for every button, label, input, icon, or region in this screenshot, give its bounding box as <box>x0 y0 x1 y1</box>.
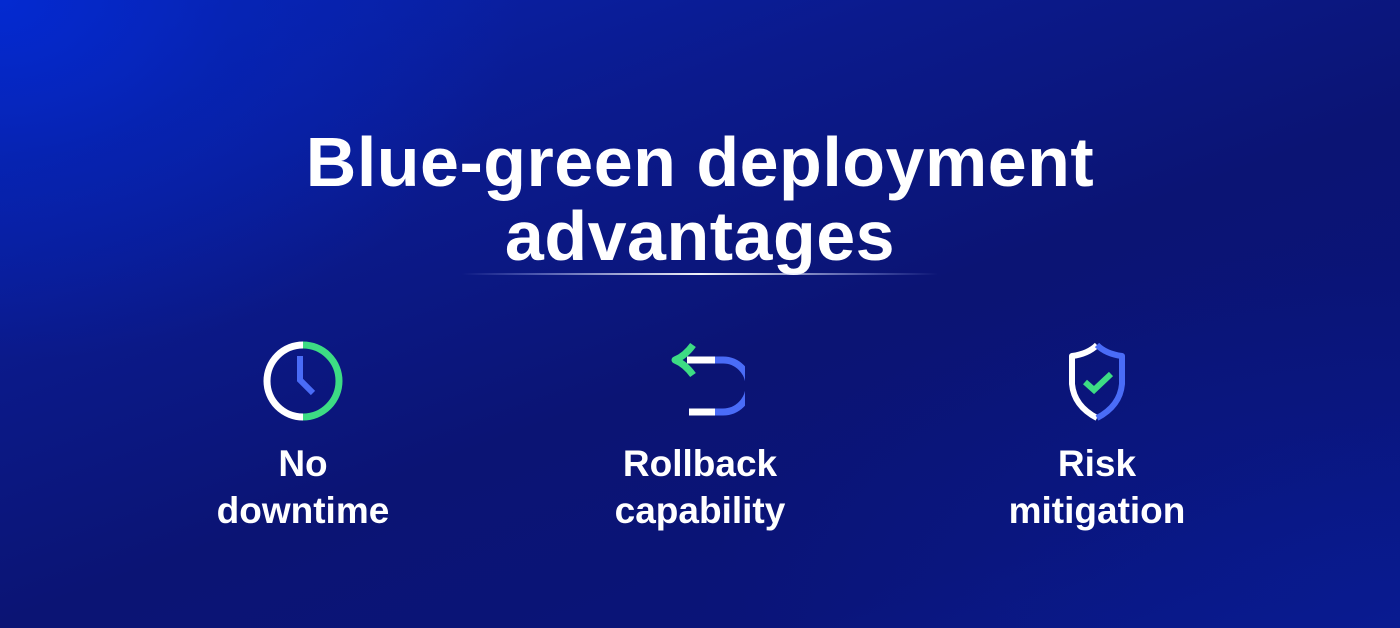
feature-label: Rollback capability <box>614 443 786 531</box>
shield-check-icon <box>1069 342 1125 421</box>
feature-risk-mitigation: Risk mitigation <box>947 336 1247 534</box>
title-line-2: advantages <box>504 196 896 275</box>
feature-label: Risk mitigation <box>1008 443 1186 531</box>
clock-icon <box>263 341 343 421</box>
feature-label: No downtime <box>216 443 390 531</box>
rollback-arrow-icon <box>671 342 745 416</box>
feature-rollback-capability: Rollback capability <box>550 336 850 534</box>
title-divider <box>462 273 938 275</box>
page-title: Blue-green deployment advantages <box>0 125 1400 273</box>
feature-no-downtime: No downtime <box>153 336 453 534</box>
title-line-1: Blue-green deployment <box>305 122 1095 201</box>
